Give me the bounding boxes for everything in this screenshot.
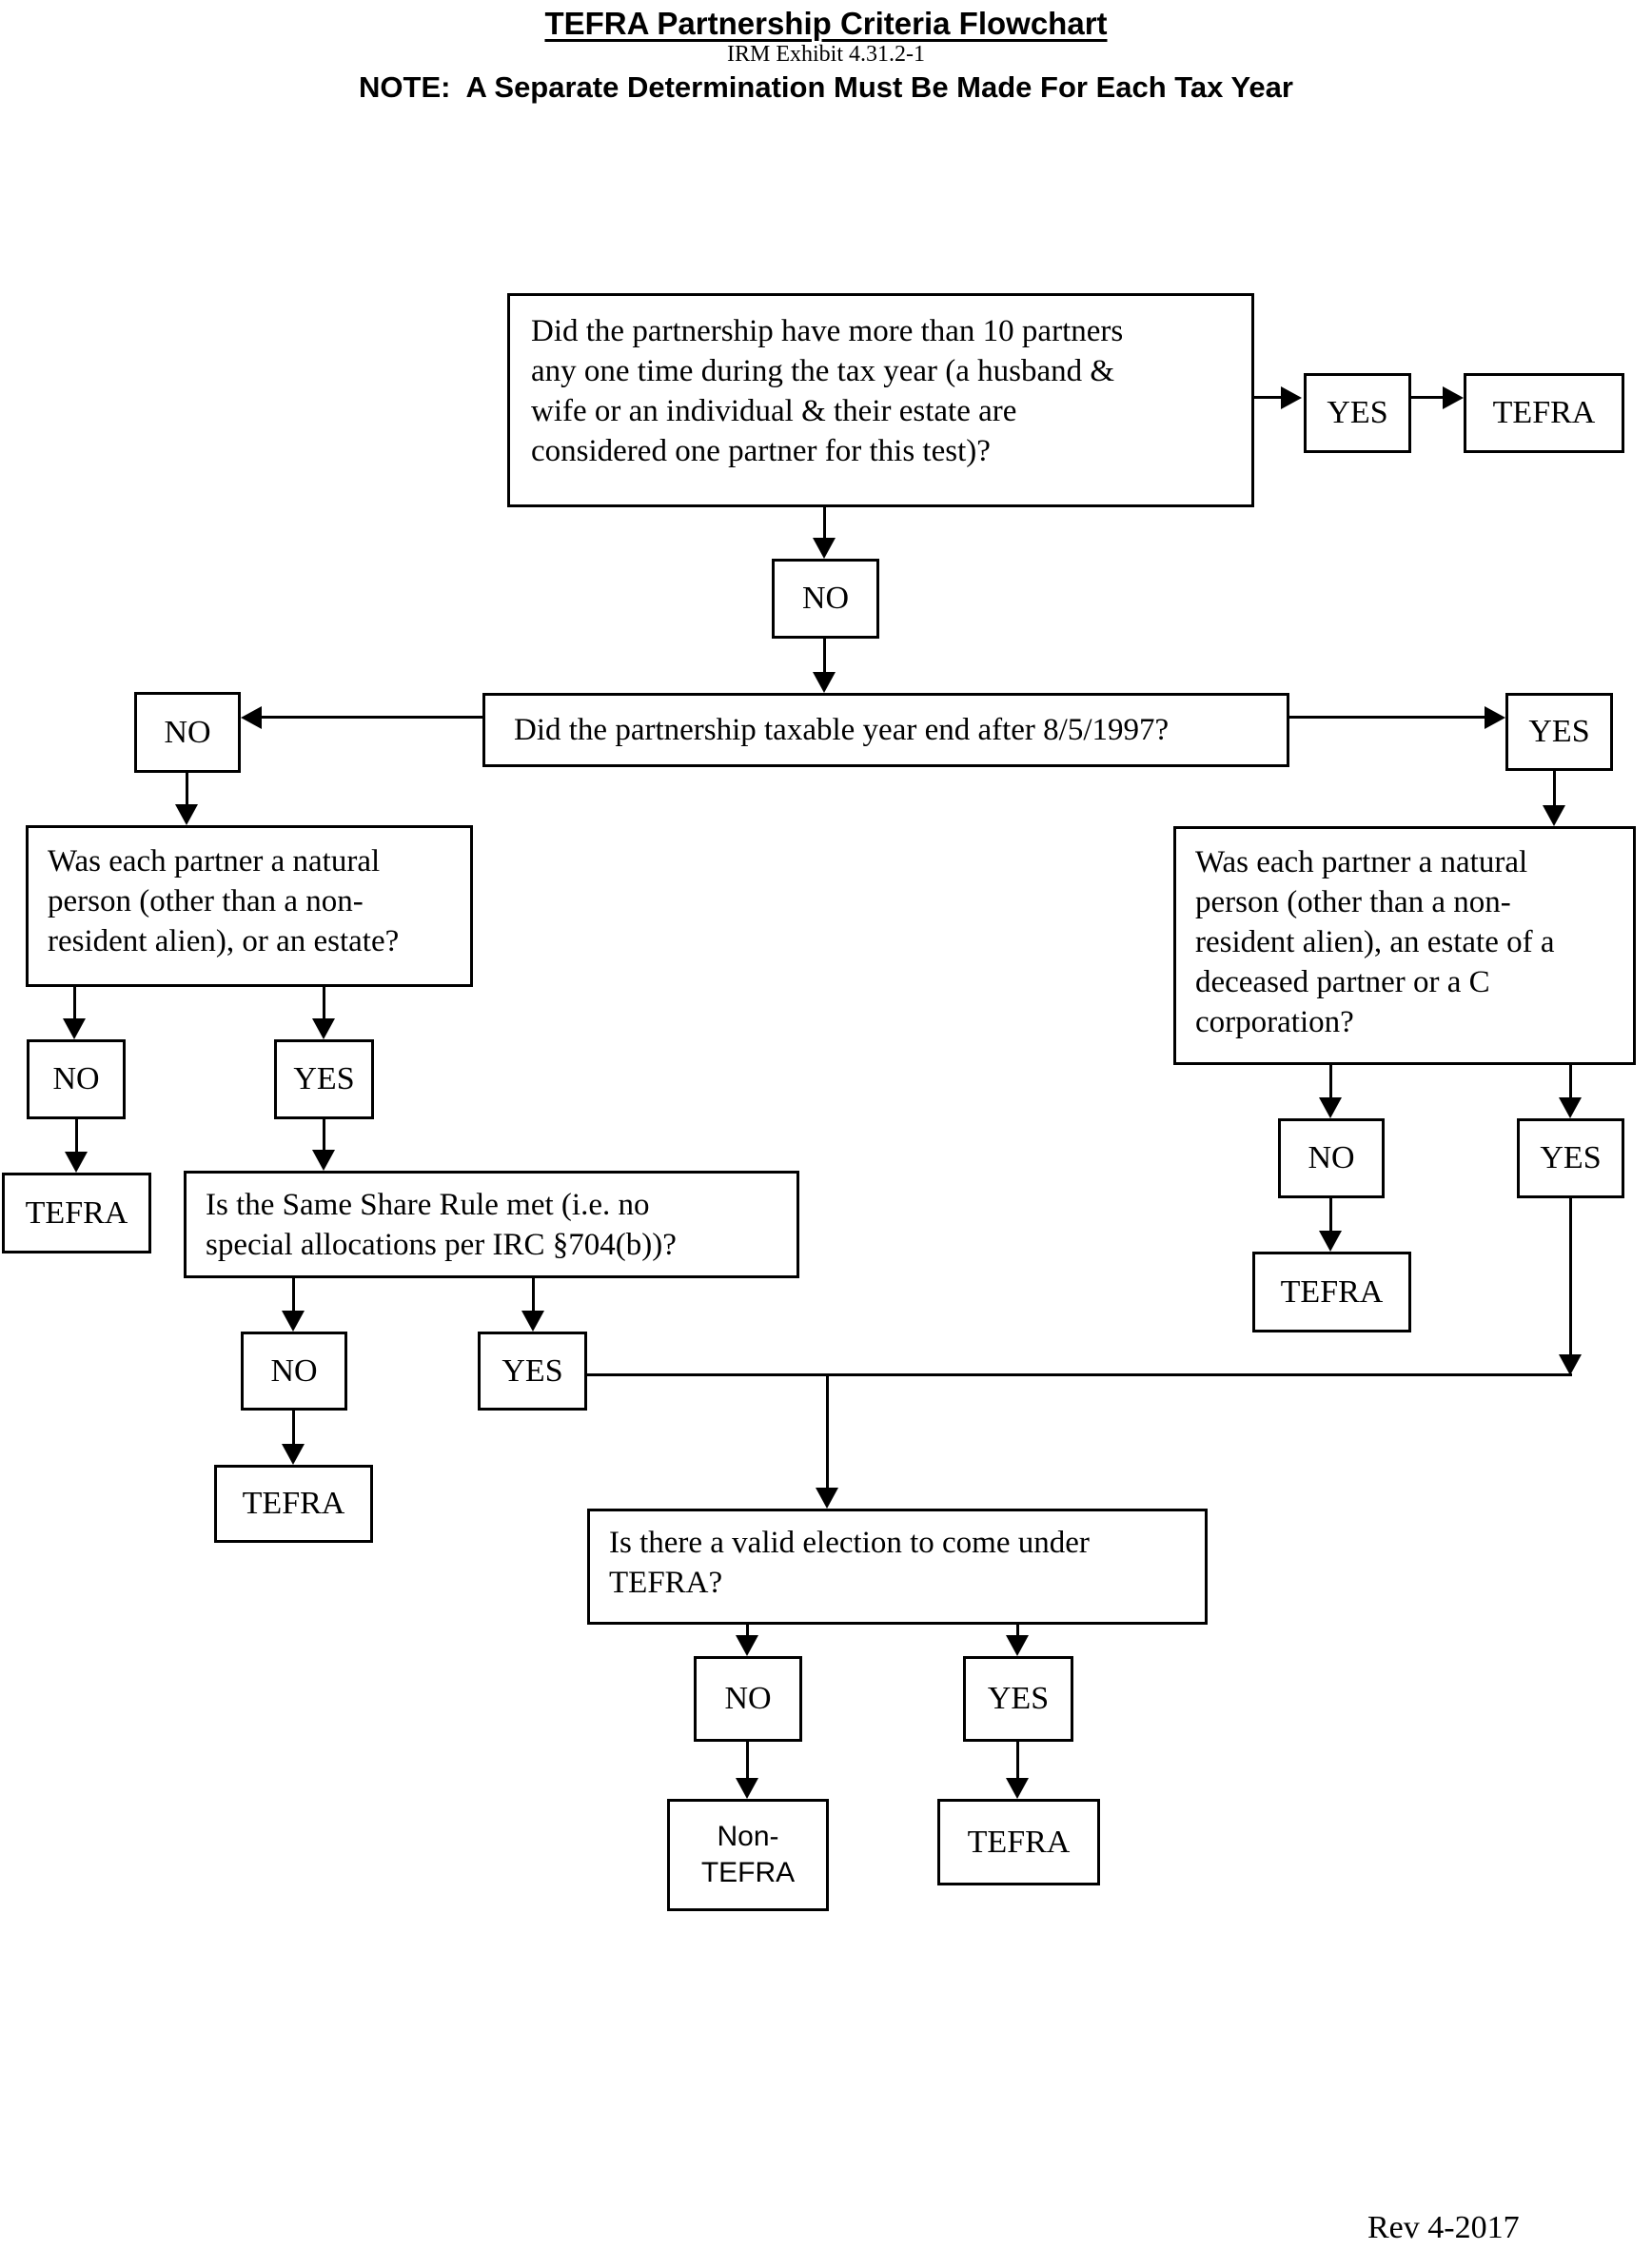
connector-left-question-yes (323, 987, 325, 1018)
tefra-box-election: TEFRA (937, 1799, 1100, 1885)
connector-right-no-tefra (1329, 1198, 1332, 1231)
arrowhead-q2-yes (1485, 706, 1505, 729)
connector-q1-no (823, 507, 826, 538)
connector-election-yes (1016, 1625, 1019, 1635)
connector-junction-election (826, 1376, 829, 1488)
tefra-box-left-branch: TEFRA (2, 1173, 151, 1253)
yes-box-top: YES (1304, 373, 1411, 453)
connector-no-left-question (186, 773, 188, 804)
connector-election-no (746, 1625, 749, 1635)
arrowhead-left-question-no (63, 1018, 86, 1039)
tefra-box-right-branch: TEFRA (1252, 1252, 1411, 1332)
arrowhead-yes-tefra-bottom (1006, 1778, 1029, 1799)
connector-yes-right-question (1553, 771, 1556, 805)
yes-box-left-branch: YES (274, 1039, 374, 1119)
question-natural-person-estate-or-c-corporation: Was each partner a natural person (other… (1173, 826, 1636, 1065)
yes-box-right-of-q2: YES (1505, 693, 1613, 771)
no-box-left-of-q2: NO (134, 692, 241, 773)
connector-q1-yes (1254, 396, 1283, 399)
no-box-right-branch: NO (1278, 1118, 1385, 1198)
arrowhead-no-left-question (175, 804, 198, 825)
question-same-share-rule: Is the Same Share Rule met (i.e. no spec… (184, 1171, 799, 1278)
arrowhead-yes-same-share (312, 1150, 335, 1171)
arrowhead-left-question-yes (312, 1018, 335, 1039)
question-natural-person-or-estate: Was each partner a natural person (other… (26, 825, 473, 987)
arrowhead-right-no-tefra (1319, 1231, 1342, 1252)
tefra-box-top: TEFRA (1464, 373, 1624, 453)
question-more-than-10-partners: Did the partnership have more than 10 pa… (507, 293, 1254, 507)
arrowhead-q2-no (241, 706, 262, 729)
question-taxable-year-end: Did the partnership taxable year end aft… (482, 693, 1289, 767)
question-valid-election: Is there a valid election to come under … (587, 1509, 1208, 1625)
connector-right-question-yes (1569, 1065, 1572, 1097)
page-title: TEFRA Partnership Criteria Flowchart (0, 6, 1652, 42)
connector-yes-tefra-bottom (1016, 1742, 1019, 1778)
no-box-election: NO (694, 1656, 802, 1742)
yes-box-right-branch: YES (1517, 1118, 1624, 1198)
no-box-left-branch: NO (27, 1039, 126, 1119)
connector-yes-same-share (323, 1119, 325, 1150)
arrowhead-share-yes (521, 1311, 544, 1332)
arrowhead-no-q2 (813, 672, 836, 693)
yes-box-same-share: YES (478, 1332, 587, 1411)
connector-left-question-no (73, 987, 76, 1018)
arrowhead-right-yes-drop (1559, 1354, 1582, 1375)
arrowhead-junction-election (816, 1488, 838, 1509)
revision-label: Rev 4-2017 (1367, 2210, 1520, 2245)
connector-q2-yes (1289, 716, 1485, 719)
arrowhead-election-no (736, 1635, 758, 1656)
arrowhead-share-no (282, 1311, 305, 1332)
non-tefra-result-box: Non- TEFRA (667, 1799, 829, 1911)
arrowhead-no-tefra-left (65, 1152, 88, 1173)
page-title-text: TEFRA Partnership Criteria Flowchart (544, 6, 1108, 41)
connector-junction-line (587, 1373, 1572, 1376)
connector-yes-tefra-top (1411, 396, 1445, 399)
connector-share-no (292, 1278, 295, 1311)
arrowhead-share-no-tefra (282, 1444, 305, 1465)
yes-box-election: YES (963, 1656, 1073, 1742)
arrowhead-right-question-no (1319, 1097, 1342, 1118)
connector-share-no-tefra (292, 1411, 295, 1444)
note-line: NOTE: A Separate Determination Must Be M… (359, 70, 1293, 104)
connector-right-yes-drop (1569, 1198, 1572, 1354)
connector-right-question-no (1329, 1065, 1332, 1097)
arrowhead-q1-yes (1281, 386, 1302, 409)
connector-no-tefra-left (75, 1119, 78, 1152)
arrowhead-yes-tefra-top (1443, 386, 1464, 409)
connector-no-non-tefra (746, 1742, 749, 1778)
connector-q2-no (262, 716, 482, 719)
arrowhead-right-question-yes (1559, 1097, 1582, 1118)
arrowhead-no-non-tefra (736, 1778, 758, 1799)
arrowhead-q1-no (813, 538, 836, 559)
arrowhead-election-yes (1006, 1635, 1029, 1656)
arrowhead-yes-right-question (1543, 805, 1565, 826)
tefra-box-same-share: TEFRA (214, 1465, 373, 1543)
connector-no-q2 (823, 639, 826, 672)
no-box-under-q1: NO (772, 559, 879, 639)
no-box-same-share: NO (241, 1332, 347, 1411)
irm-exhibit-subtitle: IRM Exhibit 4.31.2-1 (727, 42, 925, 67)
connector-share-yes (532, 1278, 535, 1311)
